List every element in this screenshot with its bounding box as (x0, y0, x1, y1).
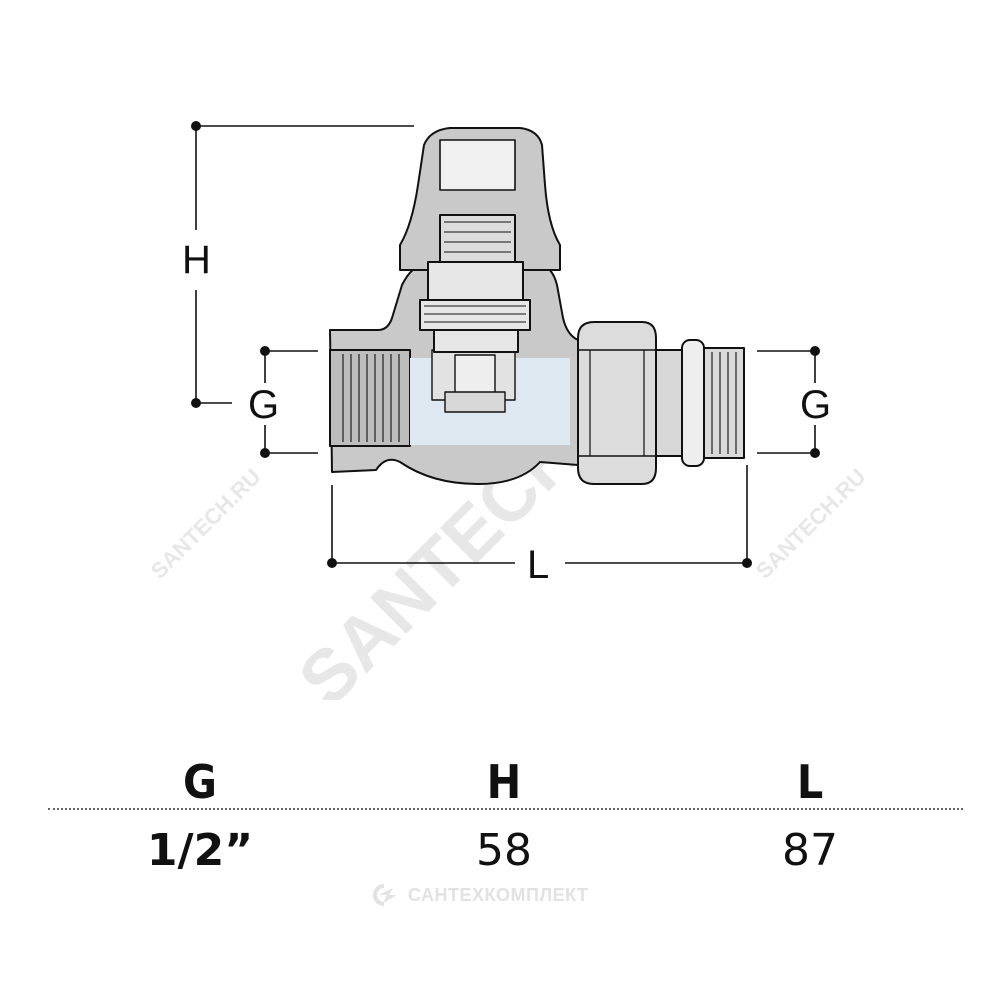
dimension-dots (191, 121, 820, 568)
valve-body (329, 127, 745, 485)
santech-logo-icon (373, 884, 397, 906)
table-value-g: 1/2” (146, 825, 254, 876)
table-value-l: 87 (782, 825, 838, 876)
table-value-h: 58 (476, 825, 532, 876)
valve-technical-drawing: SANTECH.RU SANTECH.RU SANTECH.RU H G G L (146, 121, 871, 700)
dimension-lines (195, 125, 816, 564)
brand-name: САНТЕХКОМПЛЕКТ (408, 884, 589, 905)
left-connection-dimension-label: G (248, 383, 279, 427)
brand-watermark: САНТЕХКОМПЛЕКТ (368, 880, 589, 910)
length-dimension-label: L (527, 543, 549, 587)
table-header-h: H (486, 755, 522, 809)
height-dimension-label: H (182, 238, 211, 282)
watermark-small-left: SANTECH.RU (146, 464, 266, 584)
thread-hatching (342, 221, 737, 454)
spec-table: G H L 1/2” 58 87 (48, 755, 963, 876)
watermark-small-right: SANTECH.RU (751, 464, 871, 584)
table-header-l: L (796, 755, 824, 809)
table-divider (48, 808, 963, 810)
table-header-g: G (183, 755, 217, 809)
right-connection-dimension-label: G (800, 383, 831, 427)
